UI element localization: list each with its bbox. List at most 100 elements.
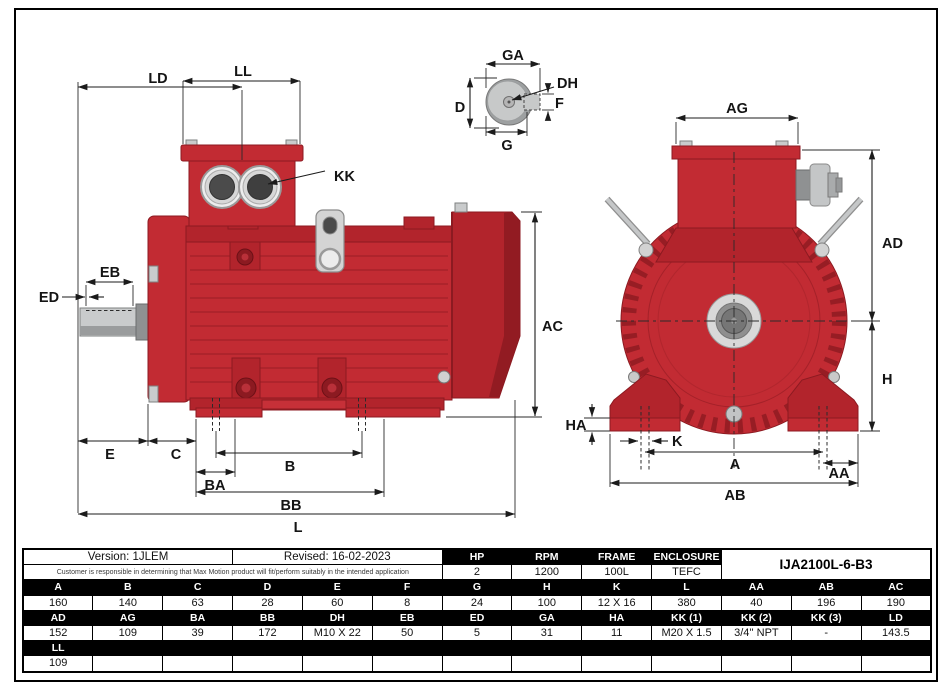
dim-value-cell: 172 xyxy=(232,624,303,642)
dim-value-cell: 380 xyxy=(651,594,722,611)
dim-header-cell: K xyxy=(581,579,653,596)
dim-value-cell: 50 xyxy=(371,624,443,642)
dim-A: A xyxy=(644,448,824,473)
front-view xyxy=(604,140,864,470)
endbell-bolt-top xyxy=(148,265,159,283)
dim-value-cell xyxy=(441,655,513,672)
dim-header-cell: AA xyxy=(720,579,792,596)
dim-value-cell: 40 xyxy=(720,594,792,611)
dim-header-cell: L xyxy=(651,579,722,596)
dim-header-cell: E xyxy=(301,579,373,596)
dim-header-cell: BA xyxy=(162,609,234,626)
spec-header-rpm: RPM xyxy=(511,548,583,566)
dim-value-cell: 100 xyxy=(511,594,583,611)
shaft-end-view: GA D G F xyxy=(455,48,578,154)
revised-cell: Revised: 16-02-2023 xyxy=(232,548,443,566)
dim-header-cell: AG xyxy=(92,609,164,626)
dim-label-e: E xyxy=(105,447,115,463)
dim-label-dh: DH xyxy=(557,76,578,92)
dim-header-cell: DH xyxy=(301,609,373,626)
hex-bolt-right xyxy=(814,242,830,258)
fan-cowl xyxy=(437,202,521,399)
dim-DH: DH xyxy=(511,76,578,101)
cowl-bolt xyxy=(454,202,468,213)
endbell-bolt-bottom xyxy=(148,385,159,403)
side-bolt-left xyxy=(628,371,640,383)
side-feet xyxy=(189,397,445,431)
dim-value-cell xyxy=(301,655,373,672)
dim-label-ab: AB xyxy=(725,488,746,504)
dim-value-cell: 39 xyxy=(162,624,234,642)
dim-label-ga: GA xyxy=(502,48,524,64)
dimension-table: Version: 1JLEM Revised: 16-02-2023 HP RP… xyxy=(22,548,932,673)
side-view xyxy=(79,139,521,431)
dim-header-cell: HA xyxy=(581,609,653,626)
dim-value-cell xyxy=(92,655,164,672)
dim-C: C xyxy=(147,437,197,463)
dim-header-cell: ED xyxy=(441,609,513,626)
cable-gland xyxy=(795,163,843,207)
dim-header-cell: GA xyxy=(511,609,583,626)
dim-value-cell: 63 xyxy=(162,594,234,611)
dim-label-ed: ED xyxy=(39,290,59,306)
dim-label-ag: AG xyxy=(726,101,748,117)
dim-value-cell: 140 xyxy=(92,594,164,611)
dim-value-cell: 196 xyxy=(790,594,862,611)
dim-label-a: A xyxy=(730,457,741,473)
dim-label-ac: AC xyxy=(542,319,563,335)
spec-header-hp: HP xyxy=(441,548,513,566)
dim-value-cell: 28 xyxy=(232,594,303,611)
spec-value-hp: 2 xyxy=(441,564,513,581)
cowl-screw xyxy=(437,370,451,384)
dim-BA: BA xyxy=(195,468,236,494)
dim-label-f: F xyxy=(555,96,564,112)
dim-label-ad: AD xyxy=(882,236,903,252)
dim-value-cell xyxy=(371,655,443,672)
dim-value-cell xyxy=(511,655,583,672)
dim-value-cell xyxy=(162,655,234,672)
dim-label-c: C xyxy=(171,447,182,463)
dim-value-cell xyxy=(581,655,653,672)
dim-GA: GA xyxy=(485,48,541,92)
dim-H: H xyxy=(868,320,892,432)
dim-value-cell: 3/4'' NPT xyxy=(720,624,792,642)
dim-AB: AB xyxy=(609,479,859,504)
dim-header-cell: B xyxy=(92,579,164,596)
dim-header-cell: AB xyxy=(790,579,862,596)
dim-header-cell: BB xyxy=(232,609,303,626)
front-extension-lines xyxy=(584,122,880,487)
lifting-eye xyxy=(315,209,345,273)
front-feet xyxy=(609,373,859,470)
dim-header-cell: AD xyxy=(22,609,94,626)
dim-value-cell: 8 xyxy=(371,594,443,611)
dim-value-cell: 60 xyxy=(301,594,373,611)
dim-label-k: K xyxy=(672,434,683,450)
dim-label-l: L xyxy=(294,520,303,536)
dim-value-cell: 109 xyxy=(92,624,164,642)
dim-header-cell: A xyxy=(22,579,94,596)
shaft xyxy=(79,303,149,341)
dim-header-cell: H xyxy=(511,579,583,596)
dim-label-g: G xyxy=(501,138,512,154)
dim-value-cell: 24 xyxy=(441,594,513,611)
dim-label-kk: KK xyxy=(334,169,355,185)
dim-value-cell: 5 xyxy=(441,624,513,642)
dim-G: G xyxy=(485,112,528,154)
dim-AG: AG xyxy=(675,101,799,122)
dim-L: L xyxy=(77,510,516,536)
dim-label-d: D xyxy=(455,100,465,116)
dim-header-cell: EB xyxy=(371,609,443,626)
dim-value-cell: 31 xyxy=(511,624,583,642)
dim-label-b: B xyxy=(285,459,295,475)
dim-ED: ED xyxy=(39,290,104,306)
table-area: Version: 1JLEM Revised: 16-02-2023 HP RP… xyxy=(22,548,932,673)
dim-header-cell: D xyxy=(232,579,303,596)
dim-LD: LD xyxy=(77,71,243,91)
dim-value-cell xyxy=(860,655,932,672)
terminal-box-front xyxy=(671,140,801,229)
dim-value-cell: 160 xyxy=(22,594,94,611)
dim-AD: AD xyxy=(868,149,903,322)
dim-F: F xyxy=(542,83,564,121)
dim-header-cell: F xyxy=(371,579,443,596)
